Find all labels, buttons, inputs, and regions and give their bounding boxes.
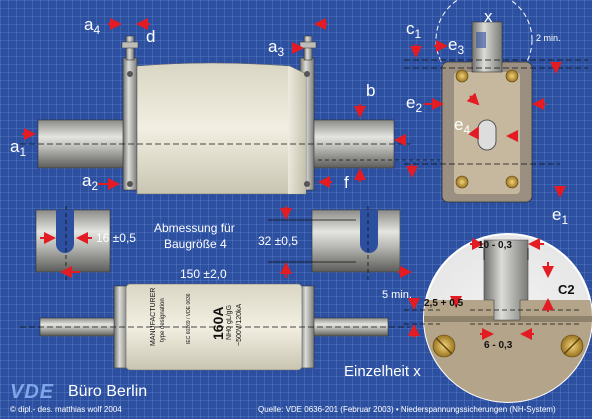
fuse-type-designation: type designation	[160, 298, 166, 342]
slot-width-label: 16 ±0,5	[96, 231, 136, 245]
fuse-volt: ~500V/120kA	[236, 303, 243, 346]
slot-height-label: 32 ±0,5	[258, 234, 298, 248]
copyright: © dipl.- des. matthias wolf 2004	[10, 405, 122, 414]
label-e2: e2	[406, 93, 423, 115]
label-e3: e3	[448, 35, 465, 57]
fuse-standard: IEC 60269 / VDE 0636	[186, 293, 192, 344]
label-e1: e1	[552, 205, 569, 227]
fuse-rating: 160A	[210, 306, 226, 340]
detail-two-five-label: 2,5 + 0,5	[424, 298, 464, 309]
fuse-side-view	[20, 35, 410, 195]
detail-six-label: 6 - 0,3	[484, 340, 513, 351]
main-dimension-arrows	[22, 18, 418, 190]
length-label: 150 ±2,0	[180, 267, 227, 281]
label-a4: a4	[84, 15, 101, 37]
label-x: x	[484, 7, 493, 26]
fuse-end-view	[404, 0, 588, 203]
detail-ten-label: 10 - 0,3	[478, 240, 512, 251]
five-min-label: 5 min.	[382, 289, 412, 301]
label-a1: a1	[10, 137, 27, 159]
label-c1: c1	[406, 19, 422, 41]
title-line2: Baugröße 4	[164, 237, 227, 251]
detail-x-circle	[404, 233, 592, 403]
vde-logo: VDE	[10, 381, 55, 403]
slot-detail-right	[268, 206, 401, 280]
label-2-min: 2 min.	[536, 33, 561, 43]
title-line1: Abmessung für	[154, 221, 235, 235]
end-view-arrows	[410, 40, 566, 198]
label-b: b	[366, 81, 376, 100]
slot-detail-left	[35, 206, 111, 280]
label-d: d	[146, 27, 156, 46]
label-f: f	[344, 173, 349, 192]
fuse-manufacturer: MANUFACTURER	[150, 287, 157, 346]
label-a3: a3	[268, 37, 285, 59]
detail-caption: Einzelheit x	[344, 363, 421, 380]
detail-arrows	[408, 238, 554, 340]
slot-arrows	[40, 206, 412, 278]
brand-office: Büro Berlin	[68, 383, 148, 400]
fuse-type: NH0 gL/gG	[226, 304, 233, 340]
label-e4: e4	[454, 115, 471, 137]
label-c2: C2	[558, 282, 575, 297]
source-note: Quelle: VDE 0636-201 (Februar 2003) • Ni…	[258, 405, 556, 414]
fuse-front-view	[20, 283, 410, 371]
label-a2: a2	[82, 171, 99, 193]
